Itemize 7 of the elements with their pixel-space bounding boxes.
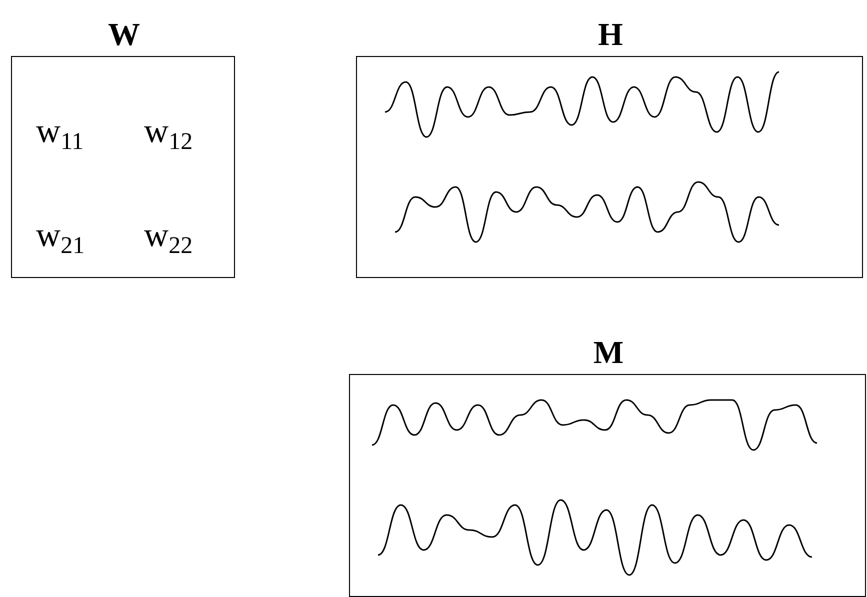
matrix-entry: w$_{21}$ [36,219,85,253]
matrix-label: M [593,336,624,368]
matrix-entry: w$_{11}$ [36,115,84,149]
matrix-label: W [108,18,140,50]
matrix-entry: w$_{12}$ [144,115,193,149]
matrix-entry: w$_{22}$ [144,219,193,253]
matrix-label: H [598,18,623,50]
